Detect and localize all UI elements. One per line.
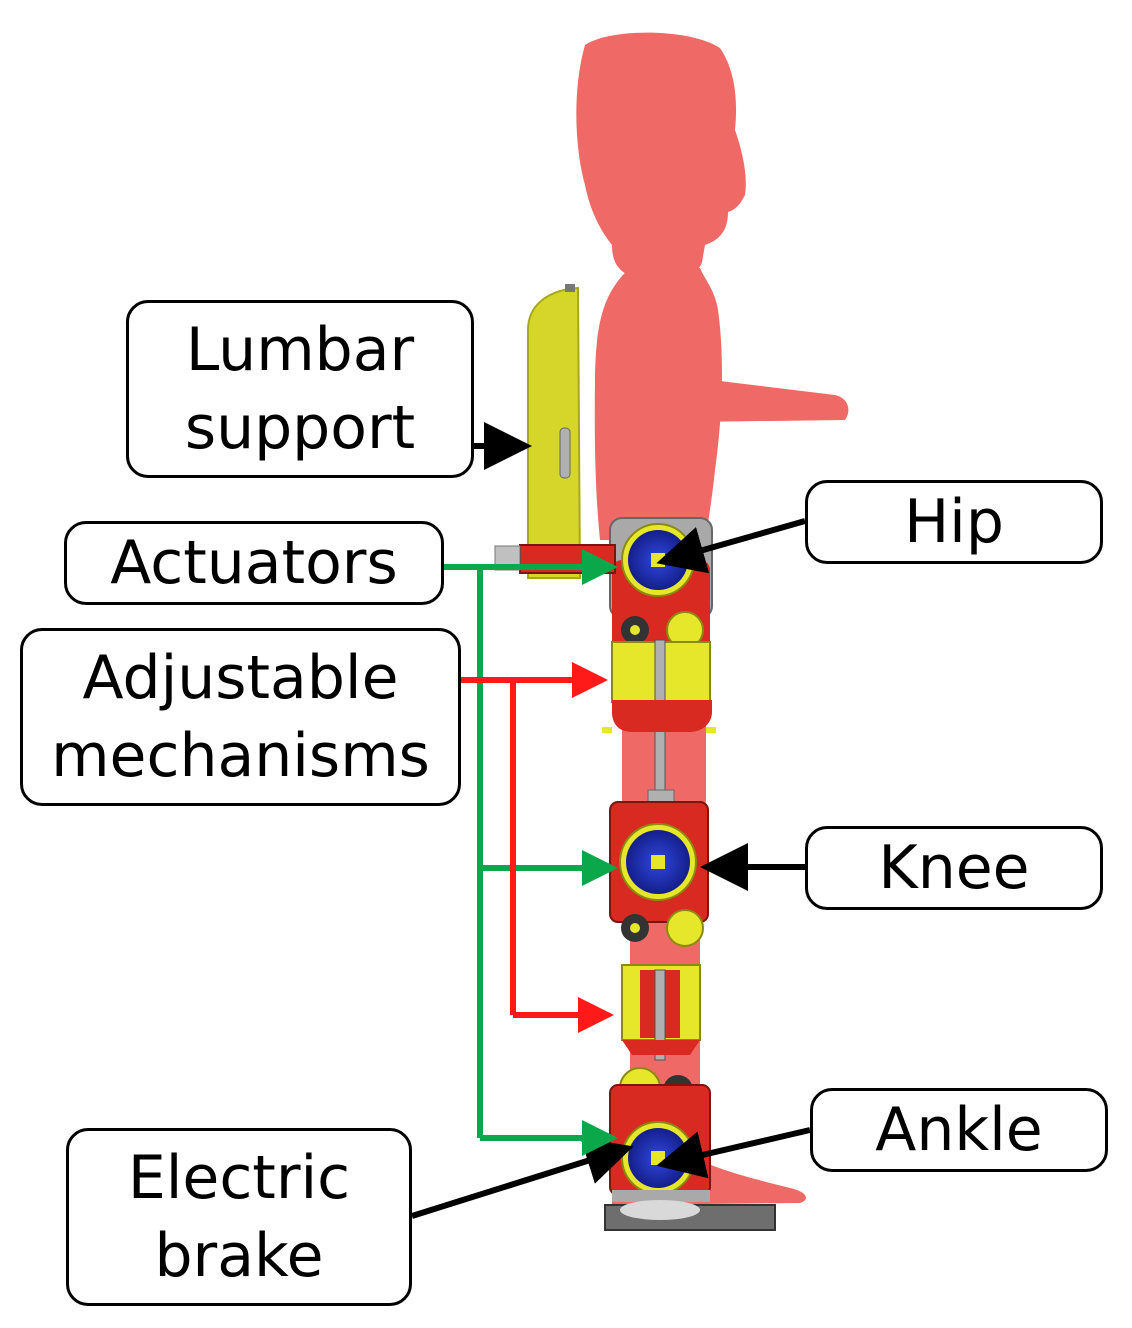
lumbar-support-line-2: support [184, 393, 416, 463]
electric-brake-label: Electric brake [66, 1128, 412, 1306]
brake-pointer-arrow [411, 1137, 634, 1219]
electric-brake-line-1: Electric [127, 1143, 351, 1213]
hip-label: Hip [805, 480, 1103, 564]
actuator-arrows [444, 549, 618, 1156]
lumbar-support-line-1: Lumbar [185, 315, 415, 385]
head-shape [576, 32, 746, 278]
ankle-joint [609, 1067, 711, 1202]
knee-text: Knee [878, 833, 1030, 903]
actuators-text: Actuators [110, 528, 398, 598]
ankle-pointer-arrow [656, 1127, 811, 1179]
lumbar-support-label: Lumbar support [126, 300, 474, 478]
hip-pointer-arrow [656, 518, 806, 574]
hip-text: Hip [904, 487, 1004, 557]
adjustable-line-1: Adjustable [82, 643, 399, 713]
adjustable-arrows [461, 662, 614, 1033]
electric-brake-line-2: brake [154, 1221, 324, 1291]
adjustable-mechanisms-label: Adjustable mechanisms [20, 628, 461, 806]
motor-icon [651, 553, 665, 567]
ankle-label: Ankle [810, 1088, 1108, 1172]
ankle-text: Ankle [875, 1095, 1043, 1165]
knee-joint [609, 789, 709, 947]
base-plate [604, 1200, 776, 1231]
actuators-label: Actuators [64, 521, 444, 605]
adjustable-line-2: mechanisms [51, 721, 430, 791]
arm-shape [647, 328, 849, 422]
shank-adjustable [621, 964, 701, 1061]
lumbar-support [527, 284, 582, 579]
knee-label: Knee [805, 826, 1103, 910]
